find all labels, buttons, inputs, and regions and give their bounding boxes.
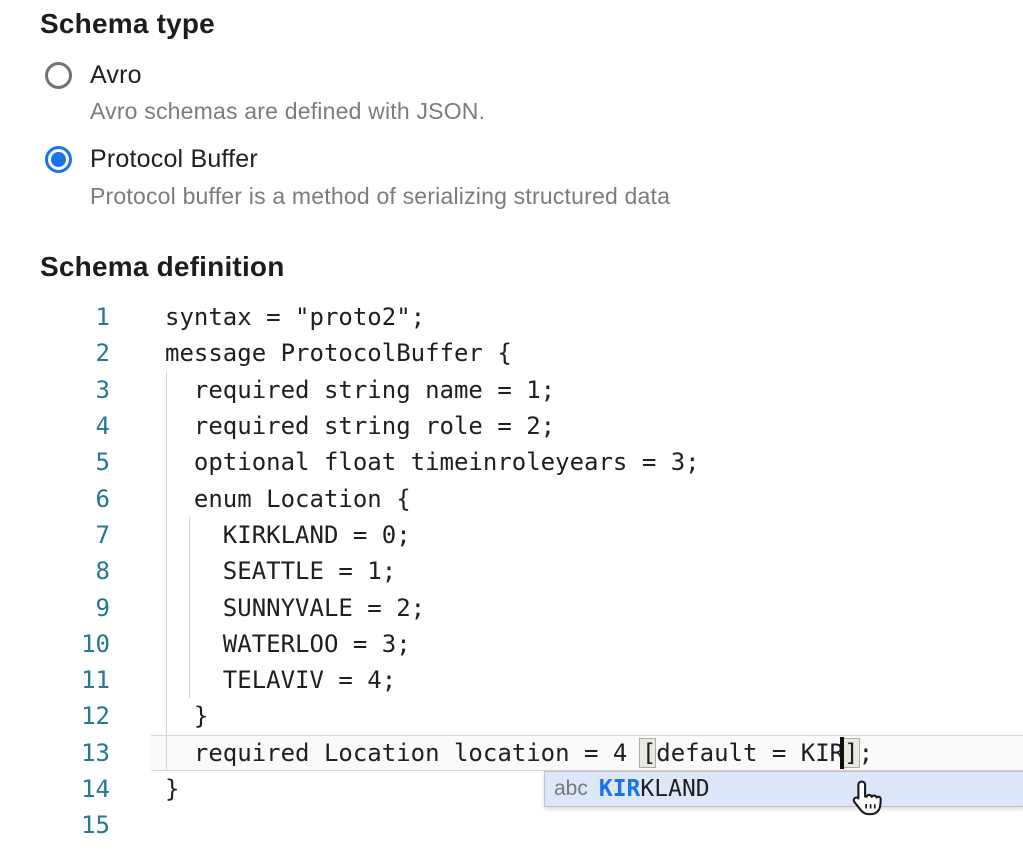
protocol-buffer-radio[interactable] <box>45 146 72 173</box>
code-line[interactable]: 15 <box>0 807 1023 843</box>
line-number[interactable]: 13 <box>81 738 110 767</box>
code-line[interactable]: 11 TELAVIV = 4; <box>0 662 1023 698</box>
line-number[interactable]: 6 <box>95 484 110 513</box>
code-line[interactable]: 10 WATERLOO = 3; <box>0 626 1023 662</box>
code-text[interactable]: SEATTLE = 1; <box>165 557 397 586</box>
protocol-buffer-radio-label[interactable]: Protocol Buffer <box>90 145 258 173</box>
code-lines[interactable]: 1 syntax = "proto2"; 2 message ProtocolB… <box>0 299 1023 844</box>
line-number[interactable]: 14 <box>81 775 110 804</box>
line-number[interactable]: 10 <box>81 629 110 658</box>
code-line[interactable]: 13 required Location location = 4 [defau… <box>0 735 1023 771</box>
code-line[interactable]: 5 optional float timeinroleyears = 3; <box>0 444 1023 480</box>
bracket-match-open <box>639 738 656 768</box>
code-text[interactable]: TELAVIV = 4; <box>165 666 397 695</box>
line-number[interactable]: 3 <box>95 375 110 404</box>
indent-guide <box>166 372 167 771</box>
code-text[interactable]: message ProtocolBuffer { <box>165 339 512 368</box>
avro-radio[interactable] <box>45 62 72 89</box>
suggestion-rest-text: KLAND <box>640 776 710 802</box>
schema-definition-title: Schema definition <box>40 251 285 282</box>
suggestion-match-text: KIR <box>598 776 641 802</box>
code-text[interactable]: enum Location { <box>165 484 411 513</box>
line-number[interactable]: 1 <box>95 303 110 331</box>
code-text[interactable]: WATERLOO = 3; <box>165 629 411 658</box>
code-line[interactable]: 2 message ProtocolBuffer { <box>0 335 1023 371</box>
code-line[interactable]: 9 SUNNYVALE = 2; <box>0 590 1023 626</box>
autocomplete-suggestion-kirkland[interactable]: abc KIR KLAND <box>544 771 1023 807</box>
code-line[interactable]: 4 required string role = 2; <box>0 408 1023 444</box>
code-text[interactable]: KIRKLAND = 0; <box>165 520 411 549</box>
code-text[interactable]: required Location location = 4 [default … <box>165 738 874 767</box>
line-number[interactable]: 5 <box>95 448 110 477</box>
hand-pointer-cursor <box>849 779 885 824</box>
code-text[interactable]: required string role = 2; <box>165 411 556 440</box>
avro-radio-label[interactable]: Avro <box>90 61 142 89</box>
code-line[interactable]: 3 required string name = 1; <box>0 372 1023 408</box>
line-number[interactable]: 9 <box>95 593 110 622</box>
protocol-buffer-description: Protocol buffer is a method of serializi… <box>90 183 671 209</box>
indent-guide <box>189 517 190 698</box>
schema-type-title: Schema type <box>40 8 215 39</box>
code-line[interactable]: 1 syntax = "proto2"; <box>0 299 1023 335</box>
code-text[interactable]: SUNNYVALE = 2; <box>165 593 426 622</box>
line-number[interactable]: 4 <box>95 411 110 440</box>
text-caret <box>840 737 844 769</box>
line-number[interactable]: 11 <box>81 666 110 695</box>
code-line[interactable]: 6 enum Location { <box>0 481 1023 517</box>
code-line[interactable]: 14 } <box>0 771 1023 807</box>
code-line[interactable]: 8 SEATTLE = 1; <box>0 553 1023 589</box>
code-text[interactable]: syntax = "proto2"; <box>165 303 426 331</box>
code-line[interactable]: 12 } <box>0 698 1023 734</box>
avro-description: Avro schemas are defined with JSON. <box>90 98 486 124</box>
suggestion-kind-abc-icon: abc <box>554 777 588 800</box>
line-number[interactable]: 2 <box>95 339 110 368</box>
code-text[interactable]: } <box>165 702 209 731</box>
line-number[interactable]: 8 <box>95 557 110 586</box>
current-line-highlight <box>151 735 1023 771</box>
line-number[interactable]: 12 <box>81 702 110 731</box>
code-text[interactable]: } <box>165 775 180 804</box>
schema-definition-editor[interactable]: 1 syntax = "proto2"; 2 message ProtocolB… <box>0 299 1023 859</box>
line-number[interactable]: 15 <box>81 811 110 840</box>
line-number[interactable]: 7 <box>95 520 110 549</box>
code-line[interactable]: 7 KIRKLAND = 0; <box>0 517 1023 553</box>
code-text[interactable]: optional float timeinroleyears = 3; <box>165 448 700 477</box>
code-text[interactable]: required string name = 1; <box>165 375 556 404</box>
